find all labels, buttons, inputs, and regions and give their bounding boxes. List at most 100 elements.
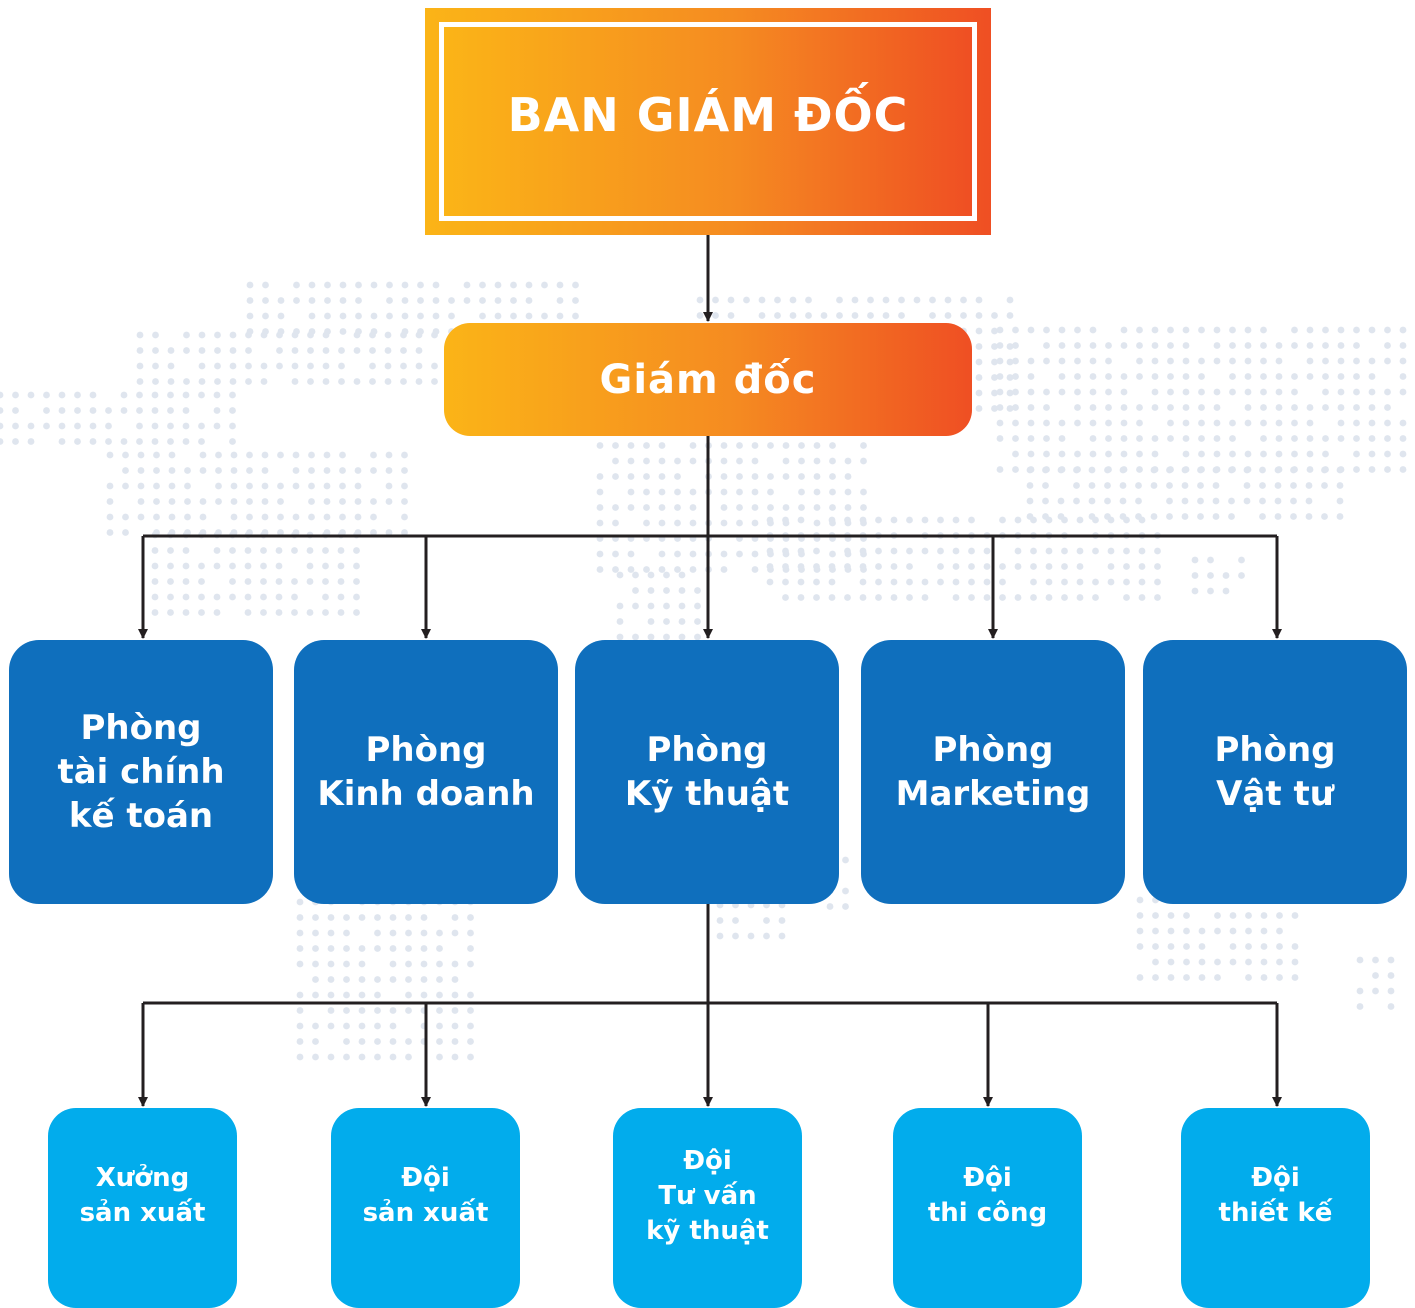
map-dot [627,473,635,480]
map-dot [106,451,114,459]
map-dot [596,566,604,573]
map-dot [1372,987,1379,995]
map-dot [1245,912,1252,919]
map-dot [415,378,423,385]
map-dot [921,594,929,601]
map-dot [353,347,361,354]
map-dot [355,297,362,304]
map-dot [229,391,236,399]
map-dot [451,976,459,983]
map-dot [167,407,174,414]
map-dot [370,529,377,536]
map-dot [1245,927,1252,935]
map-dot [1306,450,1314,458]
map-dot [851,296,859,304]
map-dot [343,991,350,999]
map-dot [1322,373,1329,380]
map-dot [405,991,412,999]
map-dot [1213,450,1221,458]
map-dot [353,562,360,570]
map-dot [312,945,319,952]
map-dot [647,602,655,610]
map-dot [1027,450,1035,458]
map-dot [996,342,1004,349]
map-dot [213,593,221,601]
map-dot [244,593,252,601]
map-dot [182,422,190,430]
map-dot [1151,388,1159,396]
map-dot [229,593,236,601]
map-dot [246,482,253,490]
map-dot [968,578,975,586]
map-dot [766,547,774,555]
map-dot [1368,326,1376,334]
map-dot [358,945,366,952]
map-dot [1043,388,1050,396]
map-dot [798,488,805,496]
map-dot [1260,958,1268,966]
map-dot [968,594,975,601]
map-dot [1089,435,1097,442]
map-dot [1120,373,1128,380]
map-dot [215,451,222,459]
map-dot [1183,943,1190,950]
map-dot [12,407,19,414]
map-dot [694,633,701,641]
map-dot [151,438,159,445]
map-dot [647,633,655,641]
map-dot [1089,373,1097,380]
map-dot [1167,912,1175,919]
map-dot [136,422,143,430]
map-dot [1274,466,1282,474]
map-dot [1167,943,1175,950]
map-dot [1214,974,1221,981]
map-dot [658,519,666,527]
map-dot [758,296,766,304]
director-box: Giám đốc [444,323,972,436]
map-dot [58,422,66,430]
map-dot [1387,1003,1395,1010]
map-dot [805,296,812,304]
map-dot [167,562,174,570]
map-dot [1089,450,1097,458]
map-dot [751,488,759,496]
map-dot [167,593,174,601]
map-dot [370,513,377,521]
map-dot [766,563,774,570]
map-dot [1229,419,1236,427]
map-dot [1042,513,1049,520]
map-dot [451,929,459,937]
map-dot [436,991,443,999]
map-dot [996,388,1004,396]
map-dot [120,407,128,414]
map-dot [1027,388,1035,396]
map-dot [1291,943,1299,950]
map-dot [1191,556,1199,564]
map-dot [1337,357,1345,365]
map-dot [1182,450,1190,458]
map-dot [1183,912,1190,919]
map-dot [1259,466,1266,474]
map-dot [1290,482,1297,489]
map-dot [627,504,635,511]
map-dot [1213,342,1221,349]
map-dot [991,405,998,412]
map-dot [1368,435,1376,442]
map-dot [720,504,728,511]
map-dot [727,312,735,319]
map-dot [1074,388,1081,396]
map-dot [859,578,867,586]
map-dot [467,1007,474,1014]
map-dot [1167,419,1174,427]
map-dot [1212,513,1220,520]
map-dot [1107,547,1115,555]
map-dot [153,451,160,459]
map-dot [260,593,267,601]
map-dot [292,513,300,521]
map-dot [1058,342,1066,349]
map-dot [906,563,913,570]
map-dot [431,362,438,370]
map-dot [736,473,743,480]
map-dot [275,578,283,585]
map-dot [1260,342,1267,349]
